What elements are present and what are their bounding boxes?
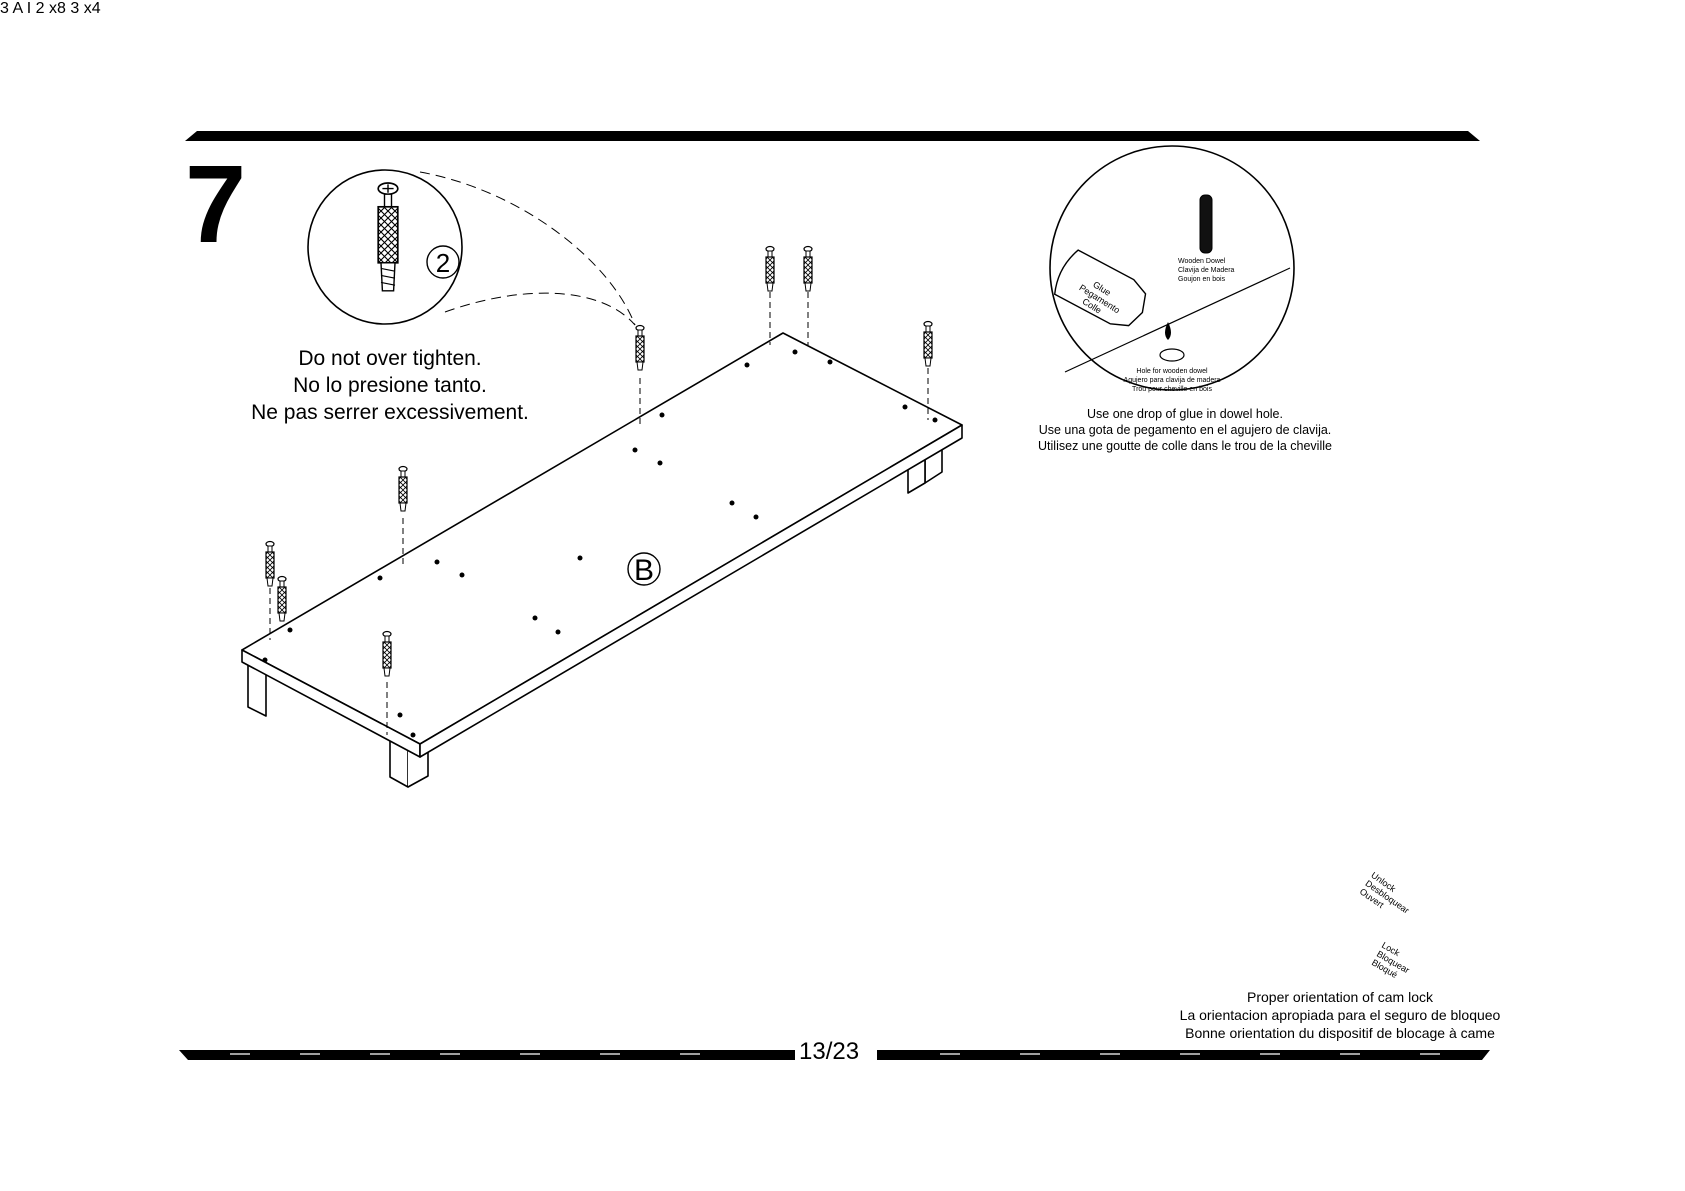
panel-b-label: B xyxy=(634,554,654,587)
tighten-warning: Do not over tighten. No lo presione tant… xyxy=(230,345,550,426)
screw-detail-callout: 2 xyxy=(307,169,636,326)
part-2-id: 2 xyxy=(35,0,45,17)
part-3-qty: x4 xyxy=(83,0,101,17)
dowel-label: Wooden Dowel Clavija de Madera Goujon en… xyxy=(1178,258,1235,283)
tighten-warning-es: No lo presione tanto. xyxy=(293,374,487,397)
rail-i-label: I xyxy=(26,0,32,17)
tighten-warning-fr: Ne pas serrer excessivement. xyxy=(251,401,529,424)
screw-callout-number: 2 xyxy=(436,248,450,278)
glue-detail-callout xyxy=(1049,145,1295,391)
glue-instruction-fr: Utilisez une goutte de colle dans le tro… xyxy=(1038,439,1332,453)
top-banner xyxy=(185,131,1480,141)
cam-orientation-note: Proper orientation of cam lock La orient… xyxy=(1140,988,1540,1042)
bottom-banner xyxy=(179,1050,1490,1060)
glue-instruction: Use one drop of glue in dowel hole. Use … xyxy=(1025,406,1345,454)
glue-instruction-en: Use one drop of glue in dowel hole. xyxy=(1087,407,1283,421)
cam-callout-number: 3 xyxy=(0,0,9,17)
glue-drop-icon xyxy=(1165,322,1171,340)
cam-detail-callout: 3 xyxy=(0,0,12,17)
panel-a-label: A xyxy=(12,0,23,17)
page-number: 13/23 xyxy=(795,1038,864,1066)
step-number: 7 xyxy=(185,143,247,266)
glue-instruction-es: Use una gota de pegamento en el agujero … xyxy=(1038,423,1332,437)
part-2-qty: x8 xyxy=(48,0,66,17)
dowel-icon xyxy=(1199,194,1213,254)
cam-orientation-fr: Bonne orientation du dispositif de bloca… xyxy=(1185,1025,1495,1041)
part-3-id: 3 xyxy=(70,0,80,17)
panel-b xyxy=(241,332,963,788)
panel-b-screws xyxy=(265,245,933,735)
cam-orientation-en: Proper orientation of cam lock xyxy=(1247,989,1433,1005)
cam-orientation-es: La orientacion apropiada para el seguro … xyxy=(1179,1007,1501,1023)
hole-label: Hole for wooden dowel Agujero para clavi… xyxy=(1123,368,1221,393)
tighten-warning-en: Do not over tighten. xyxy=(298,347,482,370)
